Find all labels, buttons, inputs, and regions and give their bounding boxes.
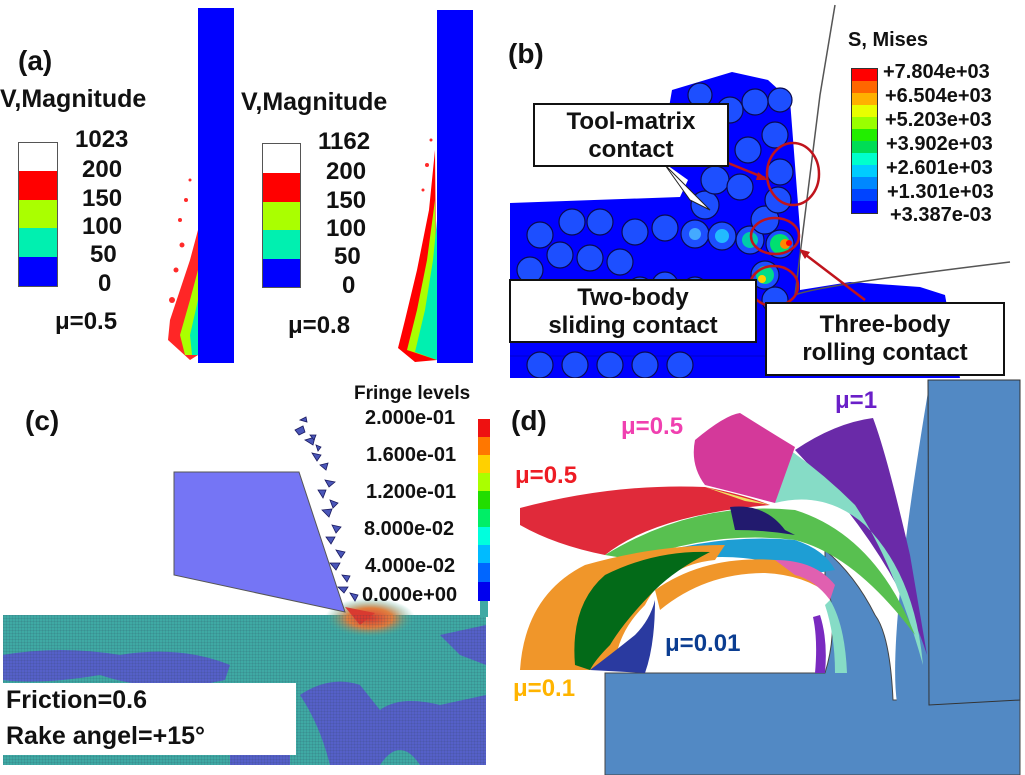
velocity-tick: 0 — [342, 272, 356, 299]
chip-label-mu-1: μ=1 — [835, 387, 878, 414]
mises-tick: +7.804e+03 — [883, 61, 990, 83]
chip-label-mu-0.5-red: μ=0.5 — [515, 462, 578, 489]
velocity-tick: 200 — [326, 158, 367, 185]
panel-b-label: (b) — [508, 38, 544, 69]
fringe-tick: 1.200e-01 — [366, 481, 457, 503]
chip-label-mu-0.1: μ=0.1 — [513, 675, 576, 702]
velocity-tick: 200 — [82, 156, 123, 183]
mises-tick: +2.601e+03 — [886, 157, 993, 179]
fringe-tick: 1.600e-01 — [366, 444, 457, 466]
rake-angle-value: Rake angel=+15° — [6, 722, 206, 750]
chip-formation-overlay — [520, 379, 1021, 775]
panel-a-label: (a) — [18, 45, 53, 76]
three-body-rolling-contact-callout: Three-body rolling contact — [765, 302, 1005, 376]
velocity-tick: 150 — [326, 187, 367, 214]
velocity-contour-right — [398, 10, 473, 363]
mises-legend-title: S, Mises — [848, 29, 929, 51]
fringe-tick: 8.000e-02 — [364, 518, 455, 540]
velocity-tick: 100 — [326, 215, 367, 242]
fringe-tick: 0.000e+00 — [362, 584, 458, 606]
chip-label-mu-0.01: μ=0.01 — [665, 630, 741, 657]
velocity-tick: 0 — [98, 270, 112, 297]
mises-tick: +3.387e-03 — [890, 204, 992, 226]
friction-label-left: μ=0.5 — [55, 308, 118, 335]
velocity-tick: 50 — [334, 243, 361, 270]
velocity-legend-left — [18, 142, 58, 287]
chip-label-mu-0.5-pink: μ=0.5 — [621, 413, 684, 440]
fringe-tick: 2.000e-01 — [365, 407, 456, 429]
panel-c-label: (c) — [25, 405, 60, 436]
panel-d-label: (d) — [511, 405, 547, 436]
mises-tick: +6.504e+03 — [885, 85, 992, 107]
fringe-legend-colorbar — [478, 419, 490, 601]
friction-value: Friction=0.6 — [6, 686, 148, 714]
friction-label-right: μ=0.8 — [288, 312, 351, 339]
tool-matrix-contact-callout: Tool-matrix contact — [533, 103, 729, 167]
velocity-tick: 150 — [82, 185, 123, 212]
panel-d: (d) μ=1 μ=0.5 μ=0.5 μ=0.01 μ=0.1 — [495, 375, 1025, 775]
panel-b: (b) — [500, 0, 1025, 378]
mises-tick: +3.902e+03 — [886, 133, 993, 155]
mises-tick: +5.203e+03 — [885, 109, 992, 131]
mises-legend-colorbar — [851, 68, 878, 214]
velocity-tick: 1023 — [75, 126, 129, 153]
simulation-parameters-box: Friction=0.6 Rake angel=+15° — [3, 683, 296, 755]
velocity-contour-left — [168, 8, 234, 363]
velocity-tick: 1162 — [318, 128, 371, 155]
velocity-legend-title-right: V,Magnitude — [241, 88, 388, 116]
panel-a: (a) V,Magnitude 1023 200 150 100 50 0 μ=… — [0, 0, 500, 375]
velocity-legend-right — [262, 143, 301, 288]
panel-c: (c) Fringe levels 2.000e-01 1.600e-01 1.… — [0, 375, 500, 775]
velocity-tick: 50 — [90, 241, 117, 268]
mises-tick: +1.301e+03 — [887, 181, 994, 203]
fringe-tick: 4.000e-02 — [365, 555, 456, 577]
velocity-tick: 100 — [82, 213, 123, 240]
velocity-legend-title-left: V,Magnitude — [0, 85, 147, 113]
two-body-sliding-contact-callout: Two-body sliding contact — [509, 279, 757, 343]
fringe-legend-title: Fringe levels — [354, 383, 471, 404]
